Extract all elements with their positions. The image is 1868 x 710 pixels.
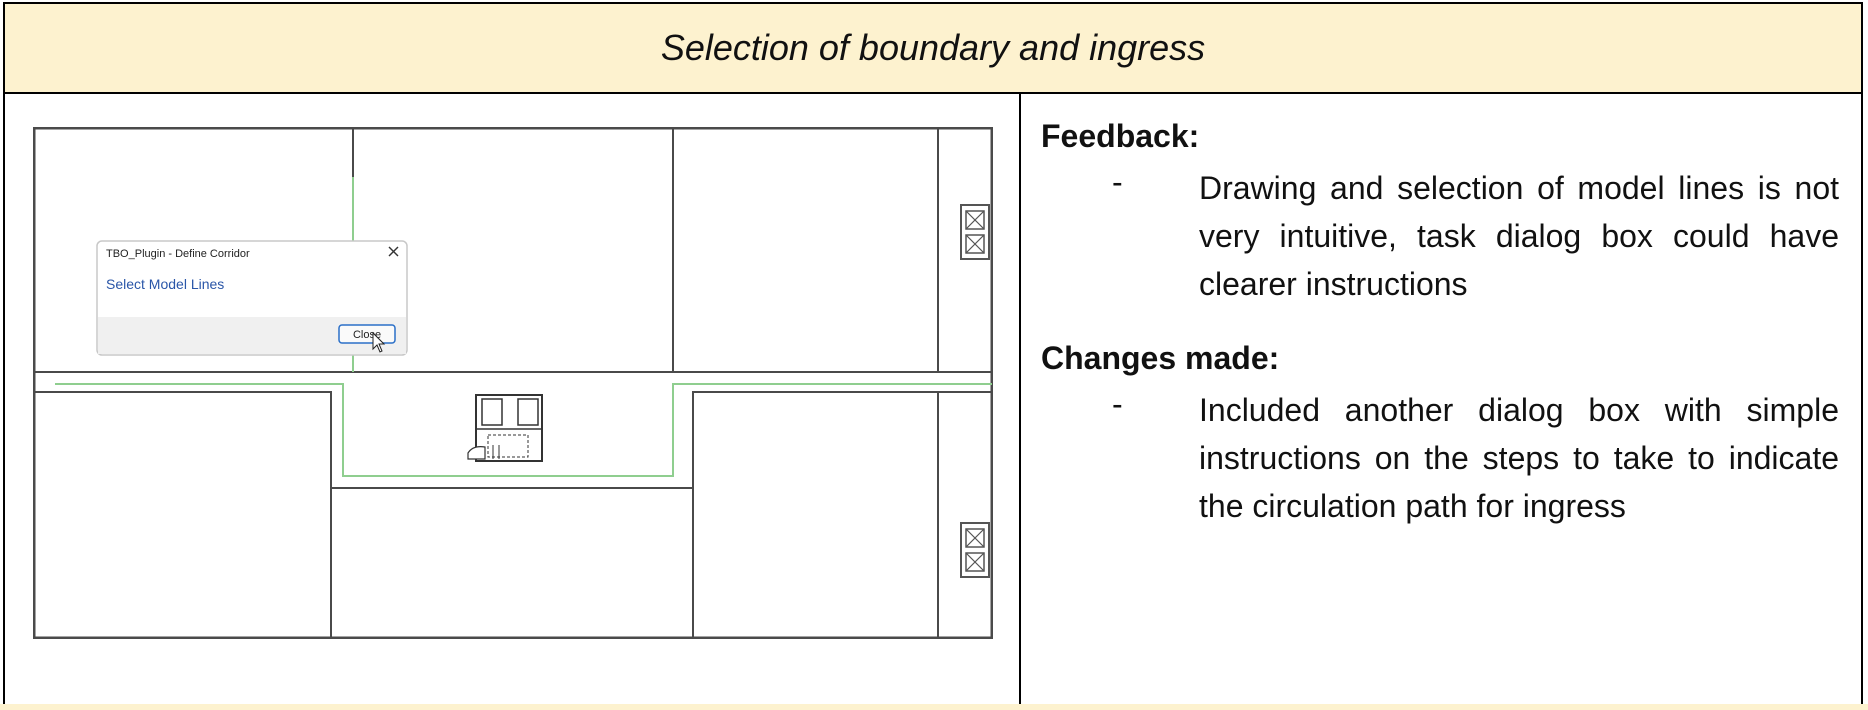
page-title: Selection of boundary and ingress	[660, 27, 1206, 68]
bullet-dash: -	[1112, 386, 1123, 422]
feedback-text: Drawing and selection of model lines is …	[1199, 170, 1839, 302]
changes-text: Included another dialog box with simple …	[1199, 392, 1839, 524]
screenshot-cell: TBO_Plugin - Define Corridor Select Mode…	[5, 94, 1021, 708]
corridor-wall-bottom	[34, 391, 992, 489]
circulation-path-line	[342, 383, 992, 477]
table-header: Selection of boundary and ingress	[5, 4, 1861, 94]
table-frame: Selection of boundary and ingress	[3, 2, 1863, 708]
close-icon[interactable]	[388, 246, 399, 257]
dialog-title: TBO_Plugin - Define Corridor	[106, 248, 250, 260]
feedback-heading: Feedback:	[1041, 118, 1200, 154]
bullet-dash: -	[1112, 164, 1123, 200]
stair-detail-icon	[467, 394, 543, 462]
elevator-icon	[960, 522, 990, 578]
floor-plan-screenshot: TBO_Plugin - Define Corridor Select Mode…	[33, 127, 993, 639]
dialog-close-button[interactable]	[338, 324, 396, 344]
elevator-icon	[960, 204, 990, 260]
changes-heading: Changes made:	[1041, 340, 1280, 376]
circulation-path-line	[55, 383, 344, 472]
feedback-cell: Feedback: - Drawing and selection of mod…	[1021, 94, 1861, 708]
dialog-message: Select Model Lines	[106, 276, 224, 292]
define-corridor-dialog: TBO_Plugin - Define Corridor Select Mode…	[96, 240, 408, 356]
next-row-header-strip	[0, 704, 1868, 710]
mouse-cursor-icon	[372, 331, 386, 353]
